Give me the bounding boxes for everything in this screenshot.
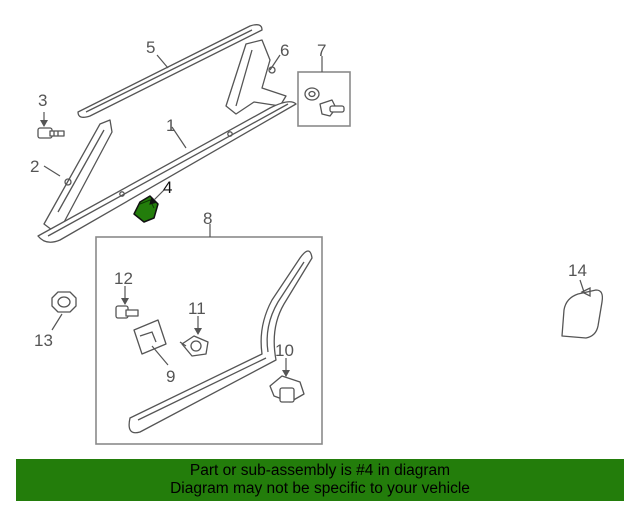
callout-13: 13 — [34, 331, 53, 350]
callout-11: 11 — [188, 299, 206, 318]
callout-10: 10 — [275, 341, 294, 360]
callout-7: 7 — [317, 41, 326, 60]
part-13-nut — [51, 291, 77, 313]
banner-line-1: Part or sub-assembly is #4 in diagram — [189, 462, 451, 479]
part-7-grommet-and-screw — [304, 87, 345, 117]
part-8-box — [95, 236, 323, 445]
callout-6: 6 — [280, 41, 289, 60]
callout-14: 14 — [568, 261, 587, 280]
callout-2: 2 — [30, 157, 39, 176]
callout-8: 8 — [203, 209, 212, 228]
leader-lines — [40, 54, 585, 377]
part-10-fastener-clip — [269, 375, 305, 403]
part-8-door-molding — [128, 250, 313, 434]
part-3-bolt — [37, 127, 65, 139]
part-7-box — [297, 71, 351, 127]
part-5-weatherstrip — [77, 24, 263, 118]
callout-9: 9 — [166, 367, 175, 386]
part-6-pillar-trim — [225, 39, 287, 115]
part-11-push-clip — [179, 335, 209, 357]
part-9-pad — [133, 319, 167, 355]
banner-line-2: Diagram may not be specific to your vehi… — [170, 480, 470, 497]
part-1-roof-molding — [37, 101, 297, 243]
info-banner: Part or sub-assembly is #4 in diagram Di… — [16, 459, 624, 501]
part-12-screw — [115, 305, 139, 319]
callout-4: 4 — [163, 178, 172, 197]
callout-12: 12 — [114, 269, 133, 288]
callout-3: 3 — [38, 91, 47, 110]
callout-1: 1 — [166, 116, 175, 135]
part-14-lid — [561, 286, 604, 339]
callout-5: 5 — [146, 38, 155, 57]
